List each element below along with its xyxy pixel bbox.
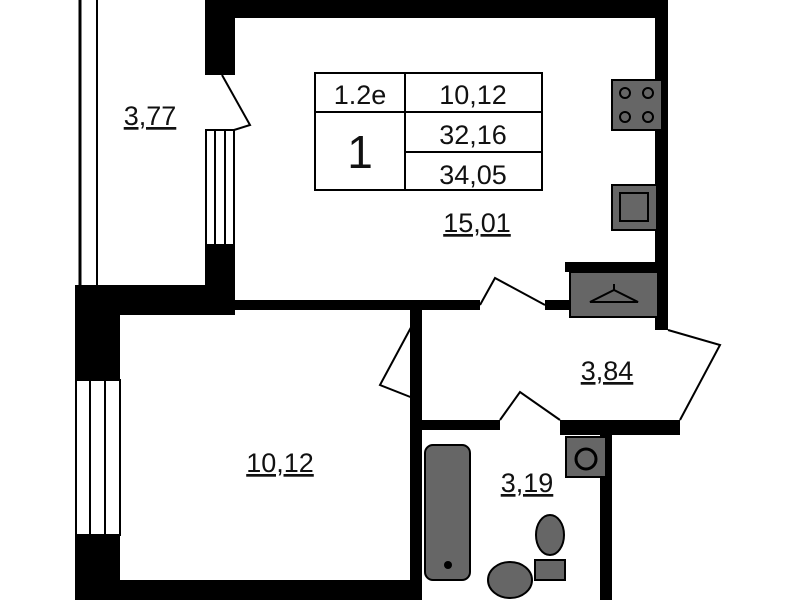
hallway-area-label: 3,84 — [581, 356, 634, 386]
info-table: 1.2e 1 10,12 32,16 34,05 — [314, 72, 543, 191]
washbasin-icon — [487, 561, 533, 599]
total-area: 32,16 — [439, 120, 507, 150]
balcony-area-label: 3,77 — [124, 101, 177, 131]
bathtub-icon — [424, 444, 471, 581]
walls — [75, 0, 680, 600]
bedroom-area-label: 10,12 — [246, 448, 314, 478]
balcony — [78, 0, 98, 290]
room-count: 1 — [347, 126, 373, 178]
kitchen-area-label: 15,01 — [443, 208, 511, 238]
toilet-icon — [534, 514, 566, 581]
sink-icon — [611, 184, 658, 231]
window-balcony — [205, 129, 235, 246]
living-area: 10,12 — [439, 80, 507, 110]
stove-icon — [611, 79, 663, 131]
bathroom-area-label: 3,19 — [501, 468, 554, 498]
window-bedroom — [75, 379, 121, 536]
washing-machine-icon — [565, 436, 607, 478]
wardrobe-hanger-icon — [569, 271, 659, 318]
doors — [221, 74, 722, 421]
type-code: 1.2e — [334, 80, 387, 110]
total-area-with-balcony: 34,05 — [439, 160, 507, 190]
